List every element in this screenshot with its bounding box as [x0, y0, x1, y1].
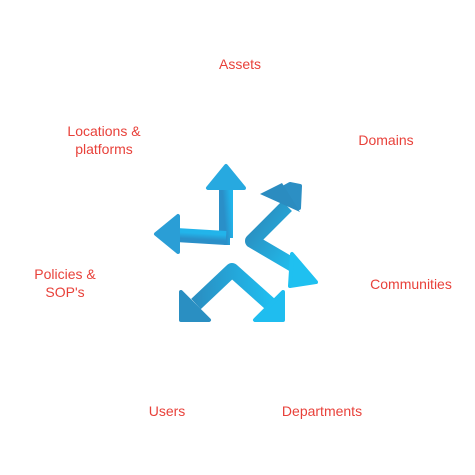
node-communities: Communities	[370, 276, 452, 292]
arrow-down-split	[179, 263, 285, 322]
node-domains: Domains	[358, 132, 414, 148]
node-assets: Assets	[218, 56, 262, 72]
node-users: Users	[148, 403, 186, 419]
node-locations: Locations & platforms	[67, 123, 141, 157]
arrow-up-left	[154, 164, 246, 254]
diverging-arrows-icon	[154, 164, 318, 322]
node-departments: Departments	[281, 403, 363, 419]
arrow-right-split	[245, 182, 318, 288]
node-policies: Policies & SOP's	[34, 266, 96, 300]
